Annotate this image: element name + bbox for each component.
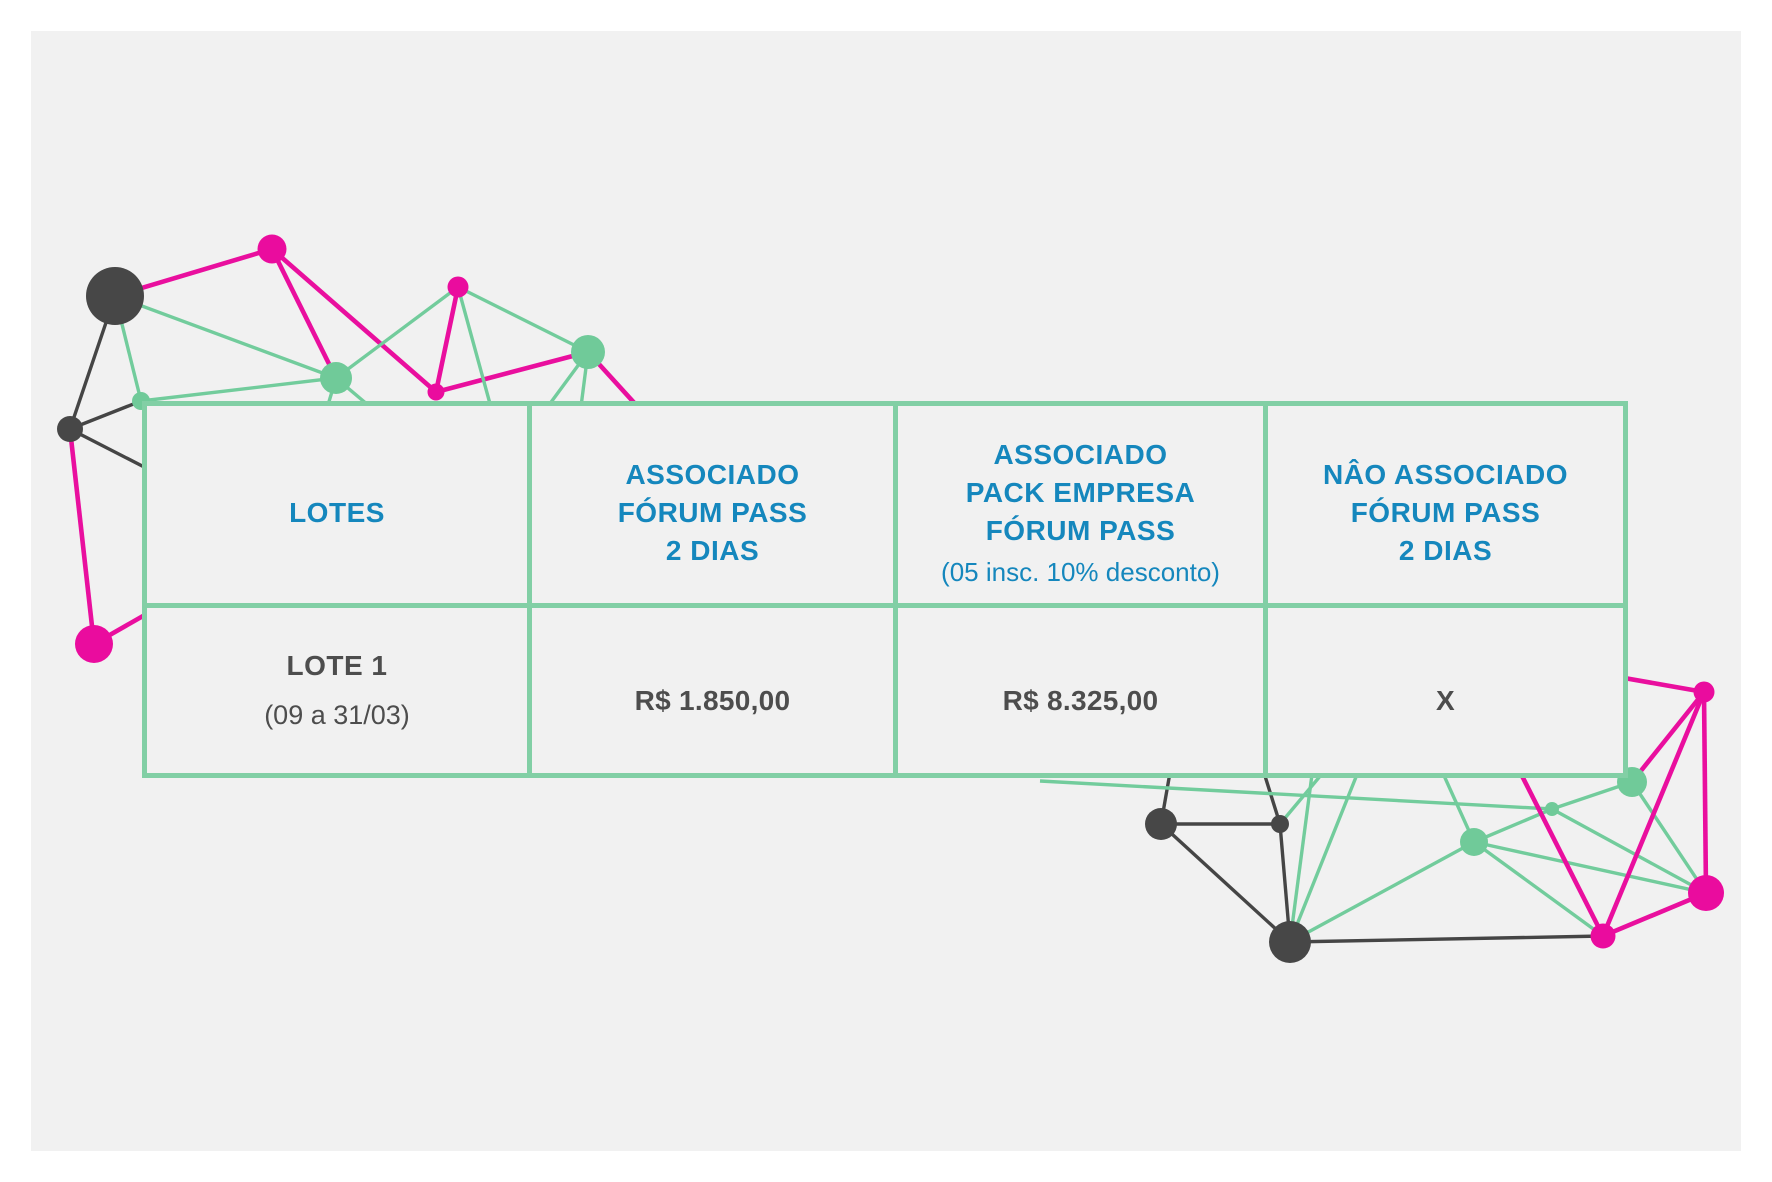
header-lotes-label: LOTES — [289, 496, 385, 528]
network-edge — [270, 247, 438, 394]
network-edge — [140, 376, 337, 403]
network-edge — [456, 286, 497, 423]
network-edge — [1039, 779, 1553, 811]
network-edge — [1630, 690, 1706, 784]
network-edge — [433, 286, 461, 393]
header-line: NÂO ASSOCIADO — [1322, 458, 1569, 490]
network-edge — [1289, 934, 1604, 944]
network-node — [1693, 681, 1715, 703]
network-node — [1688, 875, 1724, 911]
header-cell-lotes: LOTES — [147, 406, 532, 608]
header-line: FÓRUM PASS — [985, 514, 1176, 546]
network-node — [257, 234, 287, 264]
network-node — [1145, 808, 1177, 840]
network-node — [320, 362, 352, 394]
header-cell-pack-empresa: ASSOCIADO PACK EMPRESA FÓRUM PASS (05 in… — [898, 406, 1268, 608]
network-node — [447, 276, 469, 298]
network-edge — [1630, 781, 1708, 894]
network-node — [86, 267, 144, 325]
network-edge — [269, 247, 339, 380]
network-edge — [67, 428, 97, 645]
network-edge — [1551, 807, 1707, 895]
network-edge — [1289, 840, 1475, 944]
price-pack-empresa-value: R$ 8.325,00 — [1002, 684, 1159, 716]
network-edge — [1472, 840, 1605, 938]
network-edge — [1602, 890, 1707, 939]
network-edge — [334, 285, 460, 380]
header-line: ASSOCIADO — [993, 438, 1168, 470]
header-line: PACK EMPRESA — [965, 476, 1196, 508]
lot-period: (09 a 31/03) — [264, 700, 410, 730]
network-node — [1545, 802, 1559, 816]
cell-price-pack-empresa: R$ 8.325,00 — [898, 608, 1268, 773]
lot-name: LOTE 1 — [286, 650, 388, 681]
header-line: FÓRUM PASS — [617, 496, 808, 528]
header-line: 2 DIAS — [665, 534, 760, 566]
network-edge — [1159, 822, 1292, 944]
network-edge — [1473, 840, 1707, 895]
header-line: 2 DIAS — [1398, 534, 1493, 566]
header-line: FÓRUM PASS — [1350, 496, 1541, 528]
network-node — [1269, 921, 1311, 963]
network-edge — [69, 427, 151, 472]
cell-price-nao-associado: X — [1268, 608, 1623, 773]
header-line: ASSOCIADO — [625, 458, 800, 490]
network-edge — [114, 294, 337, 380]
network-node — [571, 335, 605, 369]
header-cell-associado-forum-pass: ASSOCIADO FÓRUM PASS 2 DIAS — [532, 406, 898, 608]
network-node — [1590, 923, 1616, 949]
cell-price-associado: R$ 1.850,00 — [532, 608, 898, 773]
price-nao-associado-value: X — [1436, 684, 1455, 716]
network-edge — [1701, 691, 1709, 894]
network-edge — [1513, 762, 1606, 938]
network-edge — [435, 349, 589, 395]
network-node — [427, 383, 445, 401]
pricing-table: LOTES ASSOCIADO FÓRUM PASS 2 DIAS ASSOCI… — [142, 401, 1628, 778]
network-edge — [1600, 691, 1707, 937]
network-node — [57, 416, 83, 442]
header-discount-note: (05 insc. 10% desconto) — [941, 556, 1220, 587]
header-cell-nao-associado: NÂO ASSOCIADO FÓRUM PASS 2 DIAS — [1268, 406, 1623, 608]
price-associado-value: R$ 1.850,00 — [634, 684, 791, 716]
network-node — [1271, 815, 1289, 833]
network-edge — [457, 285, 589, 354]
cell-lote-1: LOTE 1 (09 a 31/03) — [147, 608, 532, 773]
network-node — [75, 625, 113, 663]
network-node — [1460, 828, 1488, 856]
